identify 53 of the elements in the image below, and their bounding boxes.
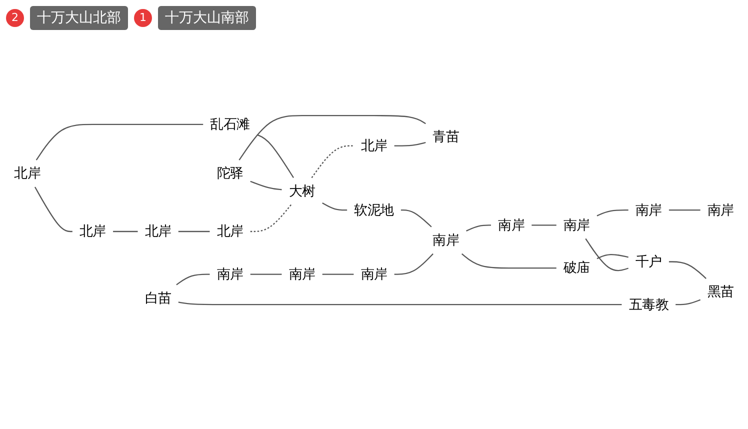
callout-label: 十万大山南部 (158, 6, 256, 30)
node-text: 破庙 (563, 260, 590, 276)
connector (461, 253, 556, 269)
connector (256, 134, 294, 178)
callout-number: 2 (6, 9, 24, 27)
connector (113, 230, 138, 232)
connector (311, 145, 354, 178)
connector (322, 274, 354, 275)
node-text: 大树 (288, 183, 316, 199)
connector (250, 274, 282, 275)
node-text: 乱石滩 (210, 116, 250, 132)
node-text: 五毒教 (628, 296, 669, 312)
node-text: 青苗 (432, 128, 460, 145)
node-text: 白苗 (144, 290, 172, 306)
connector (394, 253, 434, 275)
node-text: 北岸 (79, 223, 106, 240)
connector (400, 210, 432, 228)
connector (238, 115, 426, 160)
node-text: 南岸 (288, 266, 316, 282)
connector (322, 202, 348, 211)
node-text: 南岸 (635, 202, 662, 218)
connector (466, 224, 492, 232)
connector (676, 299, 701, 306)
node-text: 南岸 (563, 217, 590, 233)
connector (668, 261, 706, 279)
connector (250, 180, 282, 190)
connector (36, 124, 204, 160)
node-text: 千户 (635, 254, 662, 270)
connector (596, 210, 628, 216)
connector (668, 210, 700, 211)
connector (178, 230, 210, 232)
node-text: 南岸 (498, 217, 525, 233)
node-text: 陀驿 (216, 165, 244, 182)
connector (176, 274, 210, 286)
node-text: 黑苗 (707, 284, 734, 300)
node-text: 南岸 (432, 232, 460, 248)
connector (585, 238, 629, 272)
connector (596, 254, 628, 260)
callout-label: 十万大山北部 (30, 6, 128, 30)
connector (250, 204, 292, 232)
node-text: 北岸 (144, 223, 172, 240)
callout-number: 1 (134, 9, 152, 27)
connector (178, 302, 622, 306)
node-text: 软泥地 (354, 202, 394, 218)
node-text: 南岸 (216, 266, 244, 282)
node-text: 北岸 (360, 138, 388, 154)
node-text: 南岸 (707, 202, 734, 218)
connector (34, 186, 72, 232)
connector (394, 142, 426, 146)
node-text: 北岸 (14, 165, 41, 182)
connector (532, 224, 556, 226)
node-text: 北岸 (216, 223, 244, 240)
node-text: 南岸 (360, 266, 388, 282)
